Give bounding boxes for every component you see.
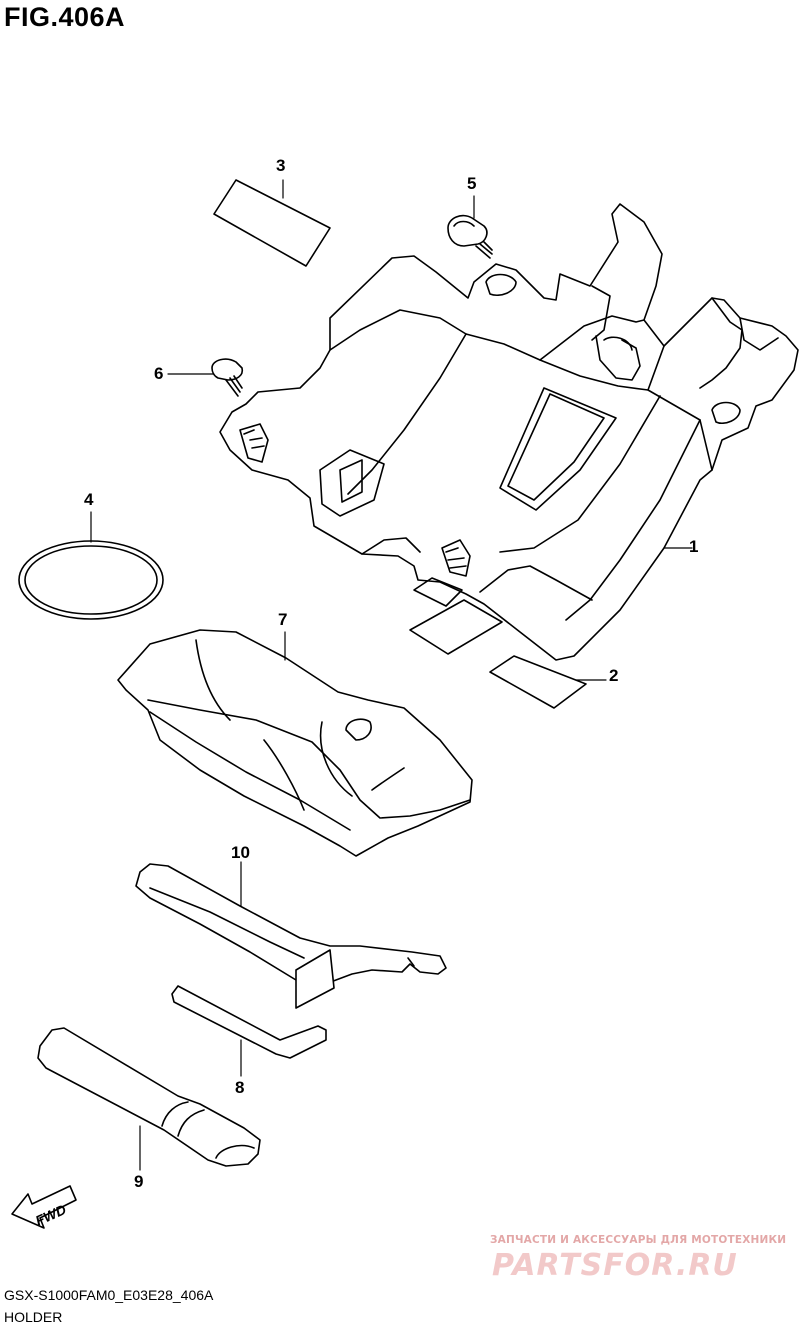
part-1-holder [219,203,799,661]
callout-4: 4 [84,490,94,509]
callout-5: 5 [467,174,477,193]
part-8-hex-key [171,985,327,1059]
callout-9: 9 [134,1172,144,1191]
part-6-screw [211,358,244,397]
watermark-logo: PARTSFOR.RU [492,1248,738,1283]
callout-10: 10 [231,843,250,862]
callout-2: 2 [609,666,619,685]
part-1-lower-pads [409,577,503,655]
callout-3: 3 [276,156,286,175]
part-2-pad [489,655,587,709]
part-5-bolt [447,214,493,259]
callout-8: 8 [235,1078,245,1097]
leader-lines [90,179,693,1171]
figure-title: FIG.406A [4,2,126,32]
callout-1: 1 [689,537,699,556]
fwd-arrow-icon [11,1185,77,1229]
callout-7: 7 [278,610,288,629]
footer-caption: HOLDER [4,1309,63,1325]
part-7-tool-bag [117,629,473,857]
part-10-wrench [135,863,447,1009]
part-9-grip [37,1027,261,1167]
part-4-ring [18,540,164,620]
callout-6: 6 [154,364,164,383]
part-3-pad [213,179,331,267]
footer-code: GSX-S1000FAM0_E03E28_406A [4,1287,214,1303]
watermark-tagline: ЗАПЧАСТИ И АКСЕССУАРЫ ДЛЯ МОТОТЕХНИКИ [490,1234,787,1246]
